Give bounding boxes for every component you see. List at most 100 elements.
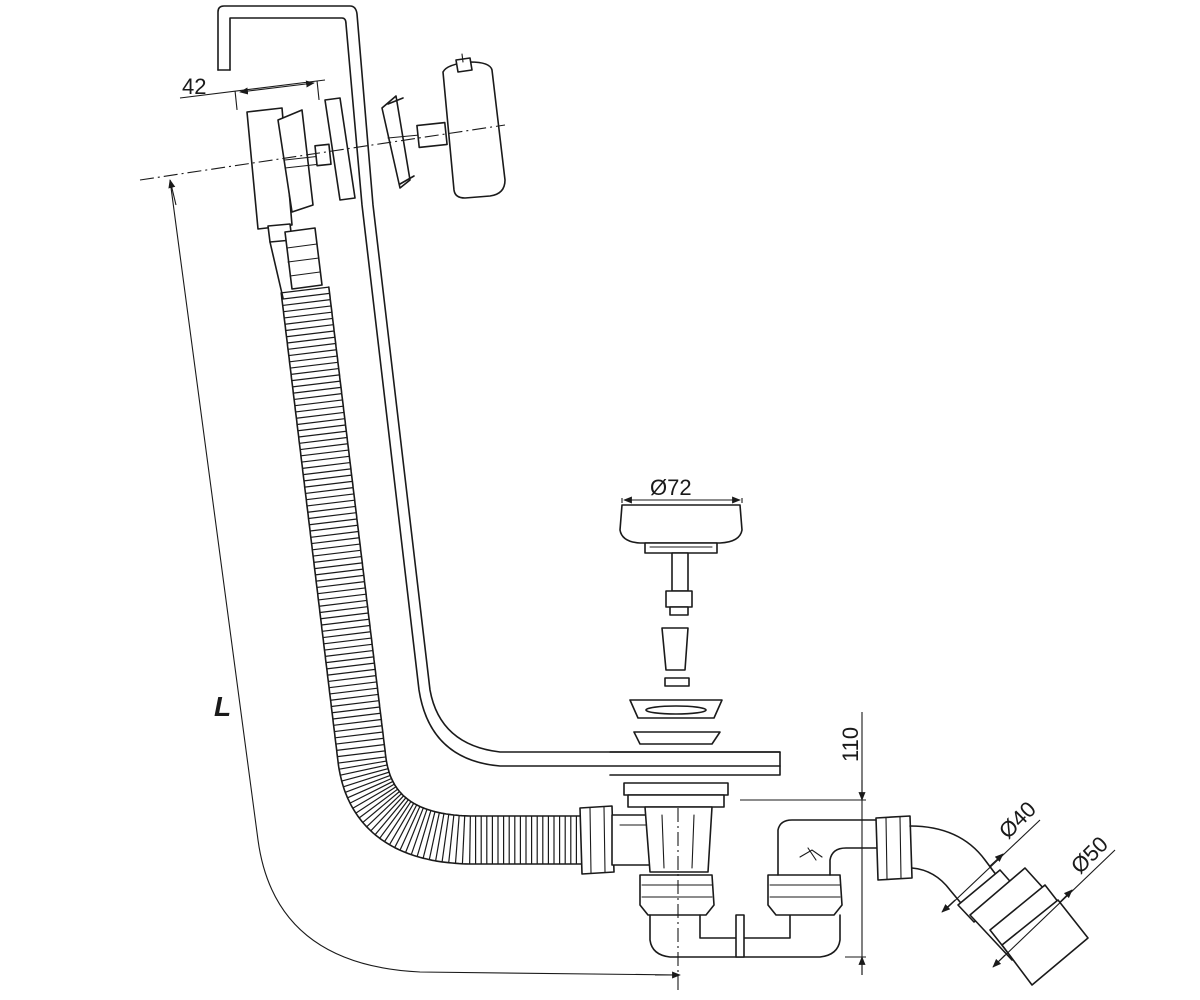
hose-rib xyxy=(355,786,397,814)
hose-rib xyxy=(292,380,341,388)
hose-rib xyxy=(299,436,348,444)
hose-rib xyxy=(336,743,385,751)
hose-rib xyxy=(285,324,334,332)
hose-rib xyxy=(352,783,395,809)
dimension-72: Ø72 xyxy=(621,475,743,504)
hose-rib xyxy=(329,687,378,695)
hose-rib xyxy=(335,731,383,739)
hose-rib xyxy=(322,631,371,639)
hose-rib xyxy=(328,675,377,683)
overflow-connector xyxy=(267,223,323,299)
hose-rib xyxy=(374,797,407,836)
hose-outline xyxy=(280,292,583,865)
hose-rib xyxy=(302,461,351,469)
hose-rib xyxy=(294,393,342,401)
hose-rib xyxy=(325,656,374,664)
hose-rib xyxy=(300,449,349,457)
hose-rib xyxy=(281,286,329,294)
hose-rib xyxy=(441,814,450,862)
hose-rib xyxy=(313,555,362,563)
hose-rib xyxy=(362,791,400,823)
hose-rib xyxy=(337,750,386,758)
hose-rib xyxy=(301,455,350,463)
hose-rib xyxy=(345,774,391,793)
hose-rib xyxy=(343,771,390,788)
dimension-label-L: L xyxy=(214,691,231,722)
hose-rib xyxy=(282,299,331,307)
hose-rib xyxy=(293,386,342,394)
hose-rib xyxy=(310,530,359,538)
hose-rib xyxy=(297,424,346,432)
hose-rib xyxy=(290,361,339,369)
hose-rib xyxy=(294,399,343,407)
hose-rib xyxy=(316,581,365,589)
hose-rib xyxy=(303,474,352,482)
overflow-assembly xyxy=(139,53,506,230)
hose-rib xyxy=(332,712,381,720)
hose-rib xyxy=(379,799,409,839)
hose-rib xyxy=(410,809,428,855)
hose-rib xyxy=(313,549,361,557)
hose-rib xyxy=(314,562,363,570)
hose-rib xyxy=(334,725,383,733)
dimension-label-110: 110 xyxy=(838,727,863,762)
hose-rib xyxy=(358,788,399,819)
dimension-label-40: Ø40 xyxy=(994,796,1041,843)
hose-rib xyxy=(289,355,338,363)
hose-rib xyxy=(318,593,367,601)
hose-rib xyxy=(332,706,380,714)
hose-rib xyxy=(290,367,339,375)
dimension-label-42: 42 xyxy=(182,74,206,99)
dimension-label-72: Ø72 xyxy=(650,475,692,500)
hose-rib xyxy=(321,618,370,626)
hose-rib xyxy=(309,524,358,532)
hose-rib xyxy=(454,815,460,864)
hose-rib xyxy=(284,311,332,319)
hose-rib xyxy=(284,317,333,325)
hose-rib xyxy=(316,574,364,582)
hose-rib xyxy=(295,405,344,413)
dimension-L: L xyxy=(168,179,681,990)
hose-rib xyxy=(298,430,347,438)
hose-rib xyxy=(320,612,369,620)
hose-rib xyxy=(287,336,335,344)
hose-rib xyxy=(306,493,354,501)
hose-rib xyxy=(317,587,366,595)
hose-rib xyxy=(287,342,336,350)
corrugated-hose xyxy=(280,286,583,865)
hose-rib xyxy=(319,606,368,614)
hose-rib xyxy=(325,649,373,657)
hose-rib xyxy=(328,681,377,689)
hose-rib xyxy=(461,815,466,864)
hose-rib xyxy=(422,811,436,859)
hose-rib xyxy=(333,718,382,726)
hose-rib xyxy=(416,810,432,857)
hose-rib xyxy=(281,292,330,300)
hose-rib xyxy=(286,330,335,338)
hose-rib xyxy=(469,815,471,865)
hose-rib xyxy=(324,643,373,651)
dimension-42: 42 xyxy=(179,74,326,111)
hose-rib xyxy=(291,374,340,382)
hose-rib xyxy=(428,812,440,860)
hose-rib xyxy=(311,537,360,545)
hose-rib xyxy=(304,480,353,488)
hose-rib xyxy=(330,693,379,701)
hose-rib xyxy=(315,568,364,576)
hose-rib xyxy=(339,760,387,770)
hose-rib xyxy=(340,764,388,776)
hose-rib xyxy=(306,499,355,507)
hose-rib xyxy=(323,637,372,645)
hose-rib xyxy=(322,624,370,632)
hose-rib xyxy=(335,737,384,745)
hose-rib xyxy=(308,512,357,520)
hose-rib xyxy=(288,349,337,357)
hose-rib xyxy=(349,780,394,804)
hose-rib xyxy=(283,305,332,313)
dimension-110: 110 xyxy=(740,712,866,975)
hose-rib xyxy=(303,468,351,476)
hose-rib xyxy=(327,668,376,676)
hose-rib xyxy=(370,795,405,832)
